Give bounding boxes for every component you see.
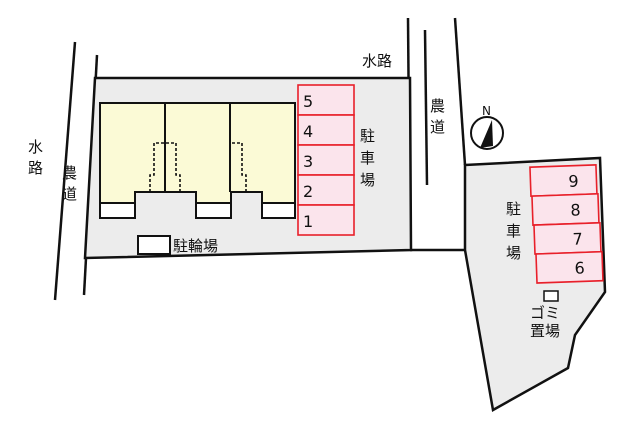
waterway-label-left: 路 xyxy=(28,159,43,177)
garbage-box xyxy=(543,290,559,302)
farm-road-label-right: 農 xyxy=(430,97,445,115)
compass-north-icon: N xyxy=(470,104,504,150)
parking-space-8 xyxy=(531,193,600,226)
parking-right: 9 8 7 6 xyxy=(529,164,604,284)
parking-number: 8 xyxy=(570,200,581,219)
farm-road-label-left: 道 xyxy=(62,185,77,203)
parking-number: 4 xyxy=(303,122,313,141)
parking-space-9 xyxy=(529,164,598,197)
apartment-building xyxy=(99,102,296,219)
road-line-center-3 xyxy=(453,17,467,166)
road-line-center-2 xyxy=(423,29,429,186)
parking-label-left: 場 xyxy=(360,171,375,189)
garbage-area-label: ゴミ xyxy=(530,304,560,322)
parking-number: 1 xyxy=(303,212,313,231)
compass-north-label: N xyxy=(482,104,491,118)
bicycle-parking-box xyxy=(137,235,171,255)
parking-space-6 xyxy=(535,250,604,284)
parking-label-right: 車 xyxy=(506,222,521,240)
parking-label-left: 車 xyxy=(360,149,375,167)
balcony xyxy=(99,202,136,219)
parking-number: 5 xyxy=(303,92,313,111)
parking-number: 6 xyxy=(574,258,585,277)
balcony xyxy=(261,202,296,219)
parking-space-1 xyxy=(297,204,355,236)
parking-space-7 xyxy=(533,221,602,255)
parking-label-right: 場 xyxy=(506,244,521,262)
parking-label-right: 駐 xyxy=(506,200,521,218)
garbage-area-label: 置場 xyxy=(530,322,560,340)
bicycle-parking-label: 駐輪場 xyxy=(173,237,218,255)
parking-number: 9 xyxy=(568,172,579,191)
parking-number: 7 xyxy=(572,229,583,248)
parking-number: 2 xyxy=(303,182,313,201)
farm-road-label-right: 道 xyxy=(430,118,445,136)
balcony xyxy=(195,202,232,219)
stair-outline xyxy=(149,142,181,192)
parking-number: 3 xyxy=(303,152,313,171)
road-line-left-outer xyxy=(53,41,77,301)
waterway-label-top: 水路 xyxy=(362,52,392,70)
farm-road-label-left: 農 xyxy=(62,164,77,182)
parking-space-3 xyxy=(297,144,355,176)
waterway-label-left: 水 xyxy=(28,138,43,156)
parking-label-left: 駐 xyxy=(360,127,375,145)
parking-space-5 xyxy=(297,84,355,116)
stair-outline xyxy=(232,142,247,192)
parking-left: 5 4 3 2 1 xyxy=(297,84,355,236)
